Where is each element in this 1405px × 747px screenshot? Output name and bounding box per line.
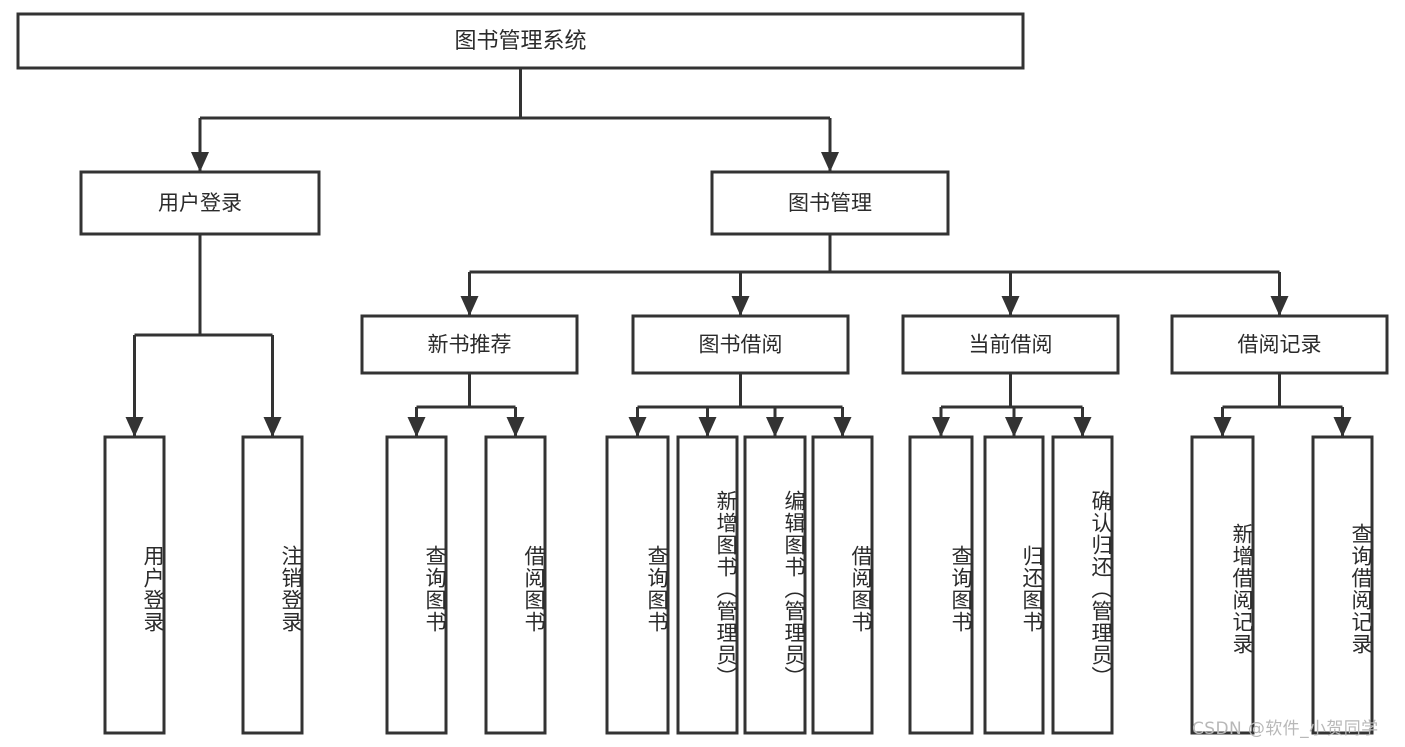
- arrow-head-icon: [1213, 417, 1232, 437]
- arrow-head-icon: [932, 417, 950, 437]
- arrow-head-icon: [263, 417, 282, 437]
- arrow-head-icon: [1270, 296, 1289, 316]
- node-level2-0[interactable]: [79, 170, 321, 236]
- node-root-图书管理系统[interactable]: [16, 12, 1025, 70]
- arrow-head-icon: [698, 417, 717, 437]
- node-level2-label-0: 用户登录: [158, 191, 242, 215]
- connector-layer: [125, 68, 1352, 437]
- node-leaf-11[interactable]: [1190, 435, 1255, 735]
- node-level3-2[interactable]: [901, 314, 1120, 375]
- node-leaf-5[interactable]: [676, 435, 739, 735]
- node-leaf-8[interactable]: [908, 435, 974, 735]
- arrow-head-icon: [1073, 417, 1092, 437]
- arrow-head-icon: [628, 417, 647, 437]
- arrow-head-icon: [407, 417, 426, 437]
- node-leaf-9[interactable]: [983, 435, 1045, 735]
- node-root-label: 图书管理系统: [454, 29, 586, 54]
- node-leaf-12[interactable]: [1311, 435, 1374, 735]
- node-leaf-1[interactable]: [241, 435, 304, 735]
- csdn-watermark: CSDN @软件_小贺同学: [1192, 719, 1379, 739]
- arrow-head-icon: [1005, 417, 1023, 437]
- node-leaf-3[interactable]: [484, 435, 547, 735]
- node-leaf-2[interactable]: [385, 435, 448, 735]
- node-level3-label-3: 借阅记录: [1238, 333, 1322, 357]
- arrow-head-icon: [833, 417, 852, 437]
- arrow-head-icon: [821, 152, 839, 172]
- node-box-layer: [16, 12, 1389, 735]
- node-level3-0[interactable]: [360, 314, 579, 375]
- arrow-head-icon: [125, 417, 144, 437]
- arrow-head-icon: [191, 152, 209, 172]
- arrow-head-icon: [766, 417, 784, 437]
- node-level3-1[interactable]: [631, 314, 850, 375]
- node-level2-label-1: 图书管理: [788, 191, 872, 215]
- node-level3-label-1: 图书借阅: [699, 333, 783, 357]
- arrow-head-icon: [1001, 296, 1020, 316]
- arrow-head-icon: [1333, 417, 1352, 437]
- arrow-head-icon: [506, 417, 525, 437]
- arrow-head-icon: [460, 296, 479, 316]
- node-leaf-7[interactable]: [811, 435, 874, 735]
- node-level2-1[interactable]: [710, 170, 950, 236]
- node-level3-label-2: 当前借阅: [969, 333, 1053, 357]
- node-leaf-6[interactable]: [743, 435, 807, 735]
- node-leaf-0[interactable]: [103, 435, 166, 735]
- node-leaf-4[interactable]: [605, 435, 670, 735]
- node-level3-label-0: 新书推荐: [428, 333, 512, 357]
- node-leaf-10[interactable]: [1051, 435, 1114, 735]
- node-level3-3[interactable]: [1170, 314, 1389, 375]
- arrow-head-icon: [731, 296, 750, 316]
